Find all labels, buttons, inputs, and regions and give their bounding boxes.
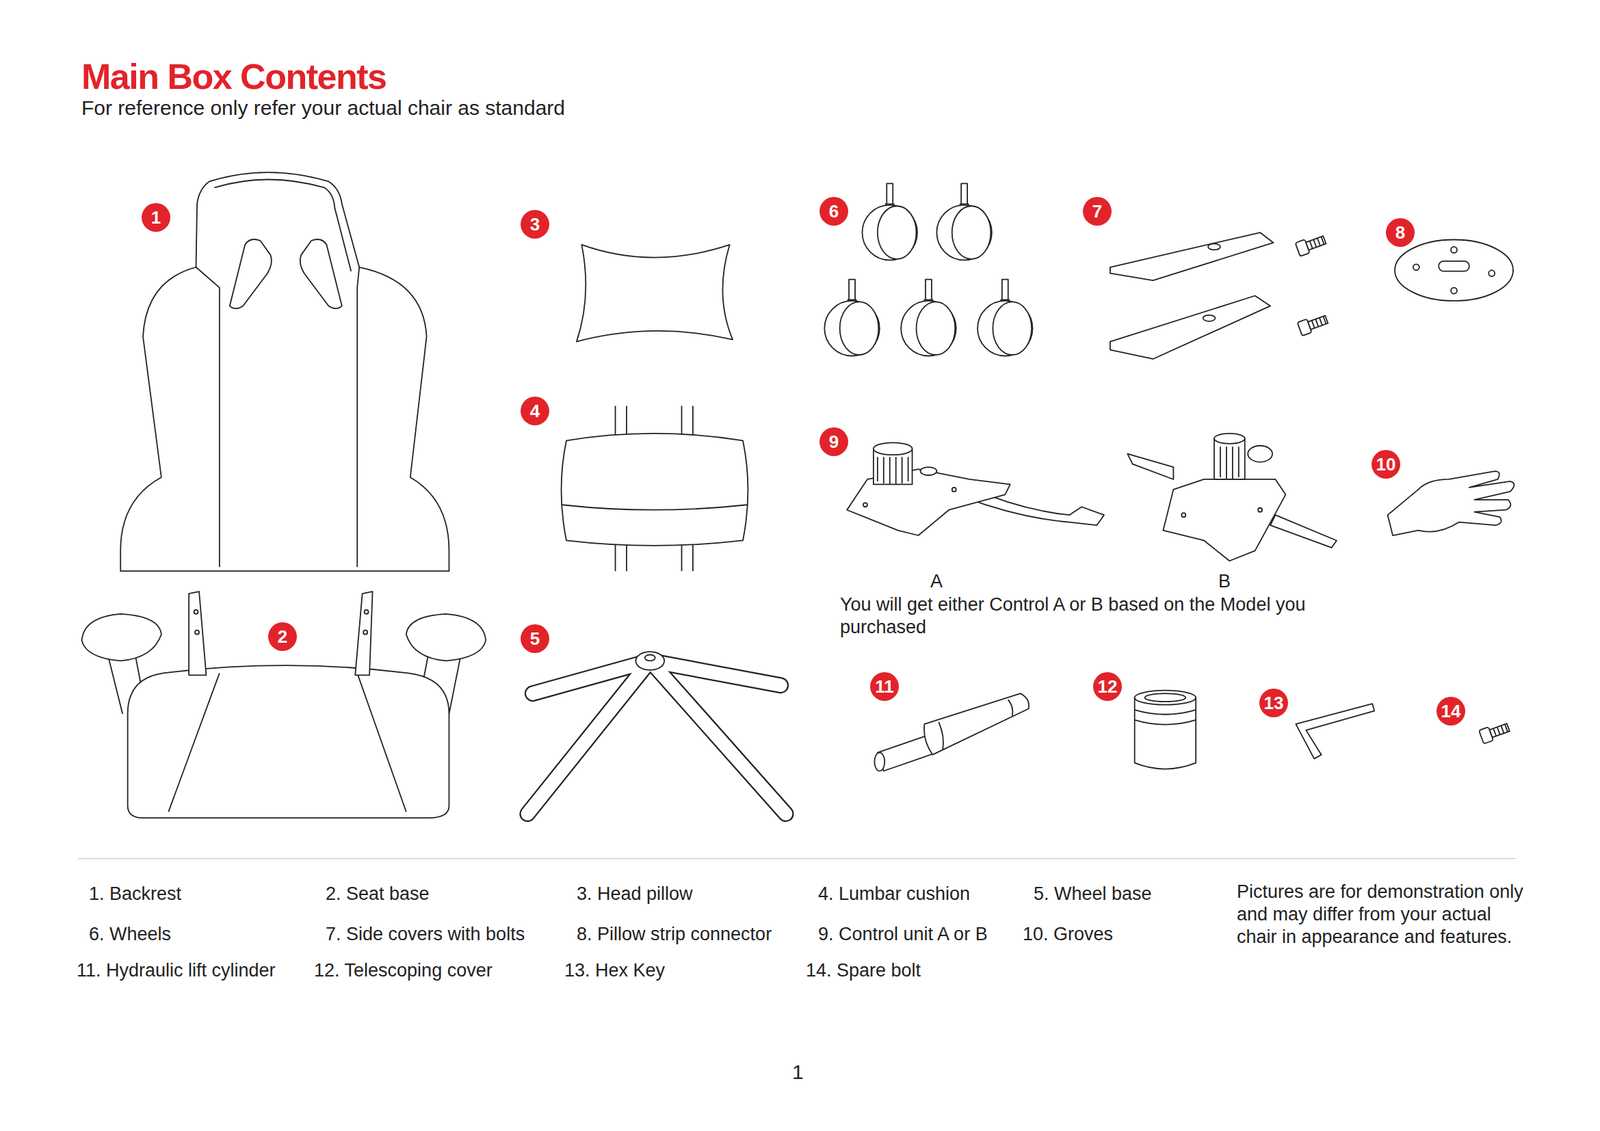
page-number: 1 xyxy=(792,1060,804,1085)
part-name: 12. Telescoping cover xyxy=(313,959,493,982)
spare-bolt-drawing xyxy=(1478,720,1511,745)
callout-text: 9 xyxy=(829,431,839,453)
callout-number: 10 xyxy=(1371,450,1401,479)
part-name: 5. Wheel base xyxy=(1033,883,1152,906)
hex-key-drawing xyxy=(1295,703,1375,760)
callout-number: 9 xyxy=(819,427,849,457)
callout-text: 7 xyxy=(1092,201,1103,223)
lumbar-cushion-drawing xyxy=(561,406,749,572)
page-title: Main Box Contents xyxy=(81,58,386,95)
control-unit-b-drawing xyxy=(1127,433,1337,561)
part-name: 3. Head pillow xyxy=(576,883,693,906)
seat-base-drawing xyxy=(82,591,487,819)
option-label: A xyxy=(930,570,943,593)
control-unit-a-drawing xyxy=(846,442,1105,536)
disclaimer-note: Pictures are for demonstration only and … xyxy=(1236,881,1525,949)
callout-text: 12 xyxy=(1097,676,1118,698)
side-covers-drawing xyxy=(1110,232,1330,360)
callout-text: 5 xyxy=(530,628,540,650)
connector-plate-drawing xyxy=(1394,239,1514,301)
part-name: 10. Groves xyxy=(1022,923,1113,946)
part-name: 4. Lumbar cushion xyxy=(818,883,970,906)
callout-number: 5 xyxy=(520,624,550,654)
callout-number: 1 xyxy=(141,203,171,232)
callout-text: 10 xyxy=(1376,454,1397,476)
callout-number: 2 xyxy=(268,622,297,652)
callout-text: 11 xyxy=(874,676,895,698)
part-name: 1. Backrest xyxy=(88,883,182,906)
callout-text: 4 xyxy=(530,400,540,423)
part-name: 14. Spare bolt xyxy=(805,959,921,982)
part-name: 9. Control unit A or B xyxy=(818,923,988,946)
option-label: B xyxy=(1218,570,1231,593)
callout-text: 6 xyxy=(829,201,839,223)
control-note: You will get either Control A or B based… xyxy=(840,593,1388,639)
part-name: 8. Pillow strip connector xyxy=(576,923,772,946)
callout-number: 12 xyxy=(1093,672,1122,702)
part-name: 7. Side covers with bolts xyxy=(325,923,525,946)
callout-text: 13 xyxy=(1264,692,1284,715)
telescoping-cover-drawing xyxy=(1134,690,1196,770)
part-name: 6. Wheels xyxy=(88,923,172,946)
callout-number: 8 xyxy=(1385,218,1415,247)
wheel-base-drawing xyxy=(527,651,786,815)
part-name: 13. Hex Key xyxy=(564,959,665,982)
callout-number: 6 xyxy=(819,197,849,226)
gloves-drawing xyxy=(1387,471,1515,536)
wheels-drawing xyxy=(824,183,1033,356)
callout-number: 4 xyxy=(520,396,550,426)
callout-text: 3 xyxy=(530,214,540,236)
callout-text: 1 xyxy=(151,207,161,229)
part-name: 2. Seat base xyxy=(325,883,430,906)
callout-number: 3 xyxy=(520,210,550,239)
callout-number: 7 xyxy=(1082,197,1112,226)
subtitle: For reference only refer your actual cha… xyxy=(81,95,566,121)
part-name: 11. Hydraulic lift cylinder xyxy=(76,959,276,982)
callout-text: 14 xyxy=(1441,701,1462,723)
callout-number: 14 xyxy=(1436,697,1466,726)
callout-number: 11 xyxy=(870,672,899,702)
callout-text: 8 xyxy=(1395,222,1406,244)
head-pillow-drawing xyxy=(576,244,733,343)
hydraulic-cylinder-drawing xyxy=(874,693,1029,771)
backrest-drawing xyxy=(120,172,449,572)
callout-text: 2 xyxy=(277,626,288,648)
callout-number: 13 xyxy=(1259,688,1289,718)
separator-line xyxy=(77,858,1517,860)
